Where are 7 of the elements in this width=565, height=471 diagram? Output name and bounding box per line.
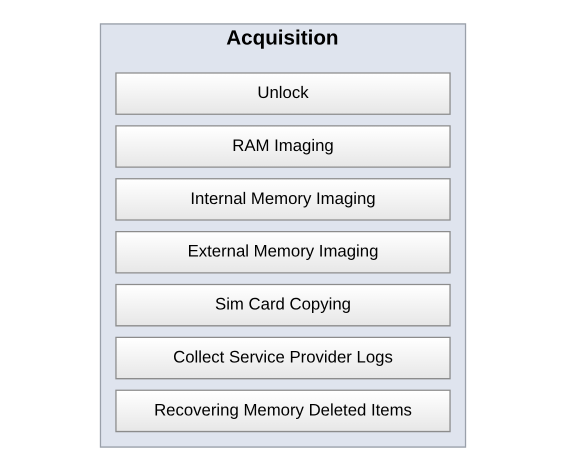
- node-box: Internal Memory Imaging: [114, 178, 450, 221]
- node-box: External Memory Imaging: [114, 230, 450, 274]
- node-box: Recovering Memory Deleted Items: [114, 390, 450, 432]
- node-box: Sim Card Copying: [114, 284, 450, 326]
- node-box: Unlock: [114, 72, 450, 115]
- node-box: RAM Imaging: [114, 125, 450, 168]
- node-box: Collect Service Provider Logs: [114, 336, 450, 380]
